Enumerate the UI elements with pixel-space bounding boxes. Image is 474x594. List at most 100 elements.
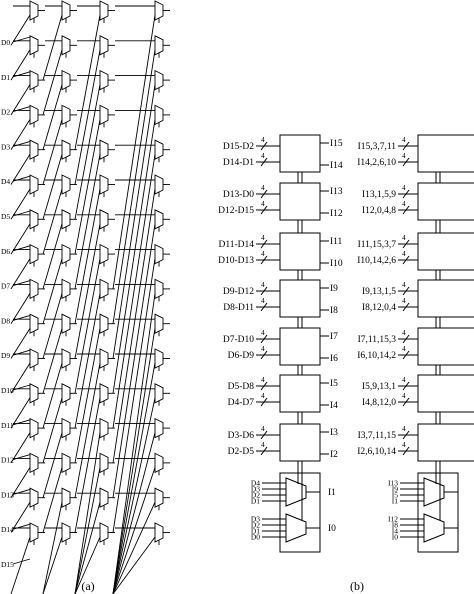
right-mux-bottom: [423, 513, 445, 543]
input-label: D9: [1, 351, 10, 360]
mux-shift-wire: [10, 536, 31, 594]
right-block-bus-slash: [402, 286, 410, 296]
bus-width-label: 4: [402, 151, 406, 160]
mux-shift-wire: [112, 467, 156, 594]
left-mux-input-label: D4: [251, 479, 260, 488]
right-mux-input-label: I12: [388, 515, 398, 524]
left-block-bus-slash: [260, 255, 268, 265]
right-block-bus-slash: [402, 302, 410, 312]
mux-shift-wire: [42, 362, 63, 429]
mux-output-label: I0: [328, 524, 336, 534]
right-block-bus-slash: [402, 334, 410, 344]
mux-shift-wire: [42, 14, 63, 81]
mux-shift-wire: [112, 536, 156, 594]
panel-b-block-diagram: [256, 134, 474, 553]
mux-stage2-row4: [61, 139, 71, 160]
mux-stage3-row11: [99, 383, 109, 404]
right-mux-input-label: I8: [392, 521, 398, 530]
left-input-label: D9-D12: [223, 287, 254, 297]
left-output-label: I8: [330, 306, 338, 316]
left-block-bus-slash: [260, 239, 268, 249]
mux-stage2-row8: [61, 278, 71, 300]
bus-width-label: 4: [402, 328, 406, 337]
bus-width-label: 4: [402, 424, 406, 433]
mux-stage1-row7: [29, 243, 39, 265]
right-input-label: I11,15,3,7: [358, 240, 397, 250]
mux-stage2-row15: [61, 522, 71, 543]
mux-stage2-row0: [61, 0, 71, 21]
bus-width-label: 4: [402, 280, 406, 289]
bus-width-label: 4: [402, 249, 406, 258]
left-input-label: D15-D2: [223, 142, 254, 152]
mux-shift-wire: [74, 362, 101, 498]
left-block-bus-slash: [260, 286, 268, 296]
mux-shift-wire: [74, 502, 101, 594]
mux-stage1-row9: [29, 313, 39, 334]
input-label: D4: [1, 177, 10, 186]
left-input-label: D5-D8: [228, 382, 255, 392]
right-input-label: I10,14,2,6: [357, 256, 396, 266]
mux-shift-wire: [74, 154, 101, 289]
mux-shift-wire: [10, 397, 31, 429]
left-block-6: [279, 423, 321, 462]
mux-stage4-row7: [154, 243, 164, 265]
mux-stage2-row5: [61, 174, 71, 195]
mux-shift-wire: [112, 362, 156, 594]
mux-stage2-row3: [61, 104, 71, 126]
mux-stage2-row2: [61, 69, 71, 91]
mux-stage1-row1: [29, 35, 39, 56]
right-mux-input-label: I1: [392, 497, 398, 506]
input-label: D2: [1, 108, 10, 117]
right-block-0: [417, 134, 474, 173]
mux-stage4-row8: [154, 278, 164, 300]
right-block-bus-slash: [402, 189, 410, 199]
right-input-label: I15,3,7,11: [358, 142, 397, 152]
mux-stage3-row2: [99, 69, 109, 91]
mux-stage3-row13: [99, 452, 109, 474]
input-tap-wire: [12, 314, 31, 321]
mux-stage2-row12: [61, 417, 71, 439]
mux-stage3-row8: [99, 278, 109, 300]
mux-output-label: I1: [328, 488, 336, 498]
left-block-bus-slash: [260, 205, 268, 215]
left-mux-input-label: D3: [251, 515, 260, 524]
input-tap-wire: [12, 523, 31, 530]
left-block-3: [279, 279, 321, 318]
bus-width-label: 4: [261, 375, 265, 384]
mux-stage2-row1: [61, 35, 71, 56]
input-tap-wire: [12, 349, 31, 356]
right-block-bus-slash: [402, 255, 410, 265]
panel-b-labels: 44D15-D2D14-D1I15I1444I15,3,7,11I14,2,6,…: [218, 135, 406, 542]
mux-stage3-row15: [99, 522, 109, 543]
left-mux-group: [279, 472, 321, 553]
mux-stage2-row6: [61, 209, 71, 230]
right-mux-input-label: I4: [392, 527, 398, 536]
input-label: D7: [1, 282, 10, 291]
mux-stage4-row3: [154, 104, 164, 126]
mux-stage4-row0: [154, 0, 164, 21]
mux-shift-wire: [74, 188, 101, 324]
left-mux-input-label: D2: [251, 491, 260, 500]
mux-stage1-row11: [29, 383, 39, 404]
mux-stage1-row4: [29, 139, 39, 160]
right-block-3: [417, 279, 474, 318]
bus-width-label: 4: [402, 135, 406, 144]
mux-shift-wire: [10, 501, 31, 533]
bus-width-label: 4: [261, 199, 265, 208]
input-tap-wire: [12, 384, 31, 391]
right-input-label: I4,8,12,0: [362, 398, 396, 408]
mux-shift-wire: [74, 293, 101, 429]
right-block-bus-slash: [402, 446, 410, 456]
mux-shift-wire: [74, 49, 101, 185]
caption-a: (a): [81, 579, 94, 593]
input-tap-wire: [12, 36, 31, 43]
mux-shift-wire: [42, 119, 63, 185]
left-block-4: [279, 327, 321, 366]
bus-width-label: 4: [402, 440, 406, 449]
mux-stage4-row10: [154, 348, 164, 369]
bus-width-label: 4: [402, 344, 406, 353]
left-block-bus-slash: [260, 157, 268, 167]
right-input-label: I14,2,6,10: [357, 158, 396, 168]
input-label: D3: [1, 142, 10, 151]
bus-width-label: 4: [261, 424, 265, 433]
